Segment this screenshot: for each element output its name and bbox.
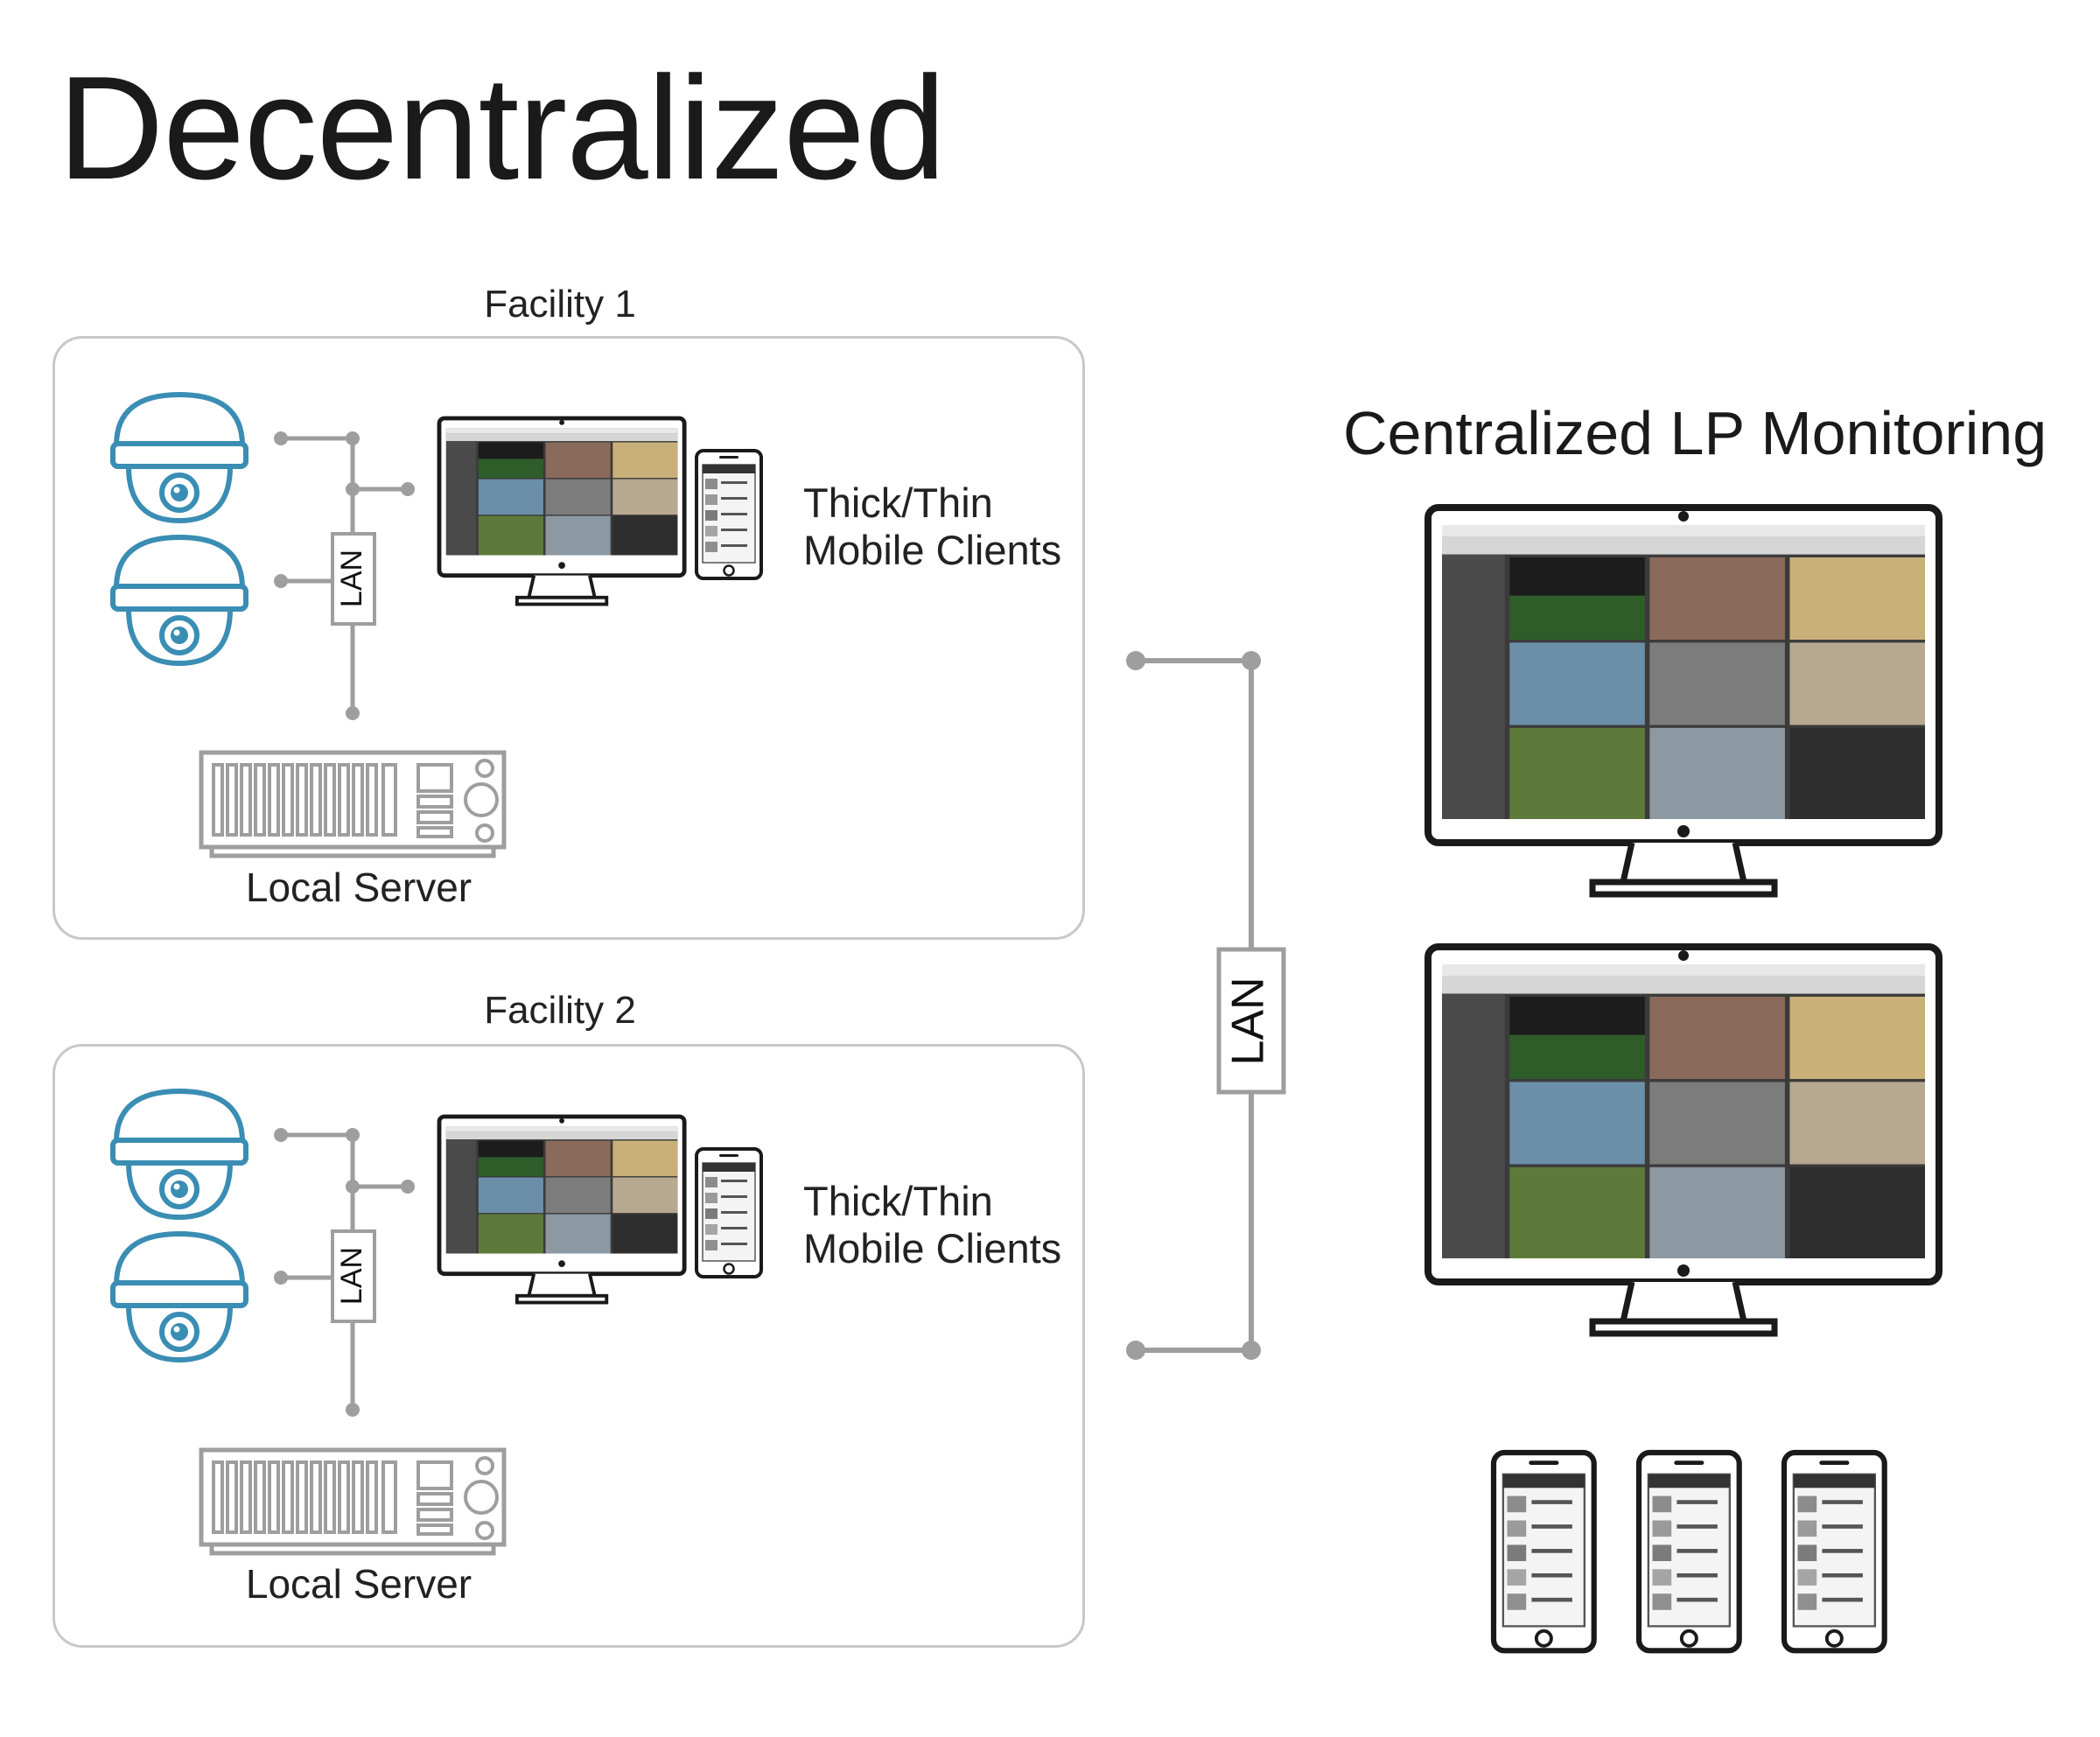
dome-camera-icon xyxy=(113,395,246,521)
facility-1-server-label: Local Server xyxy=(245,865,472,910)
facility-1-clients-line2: Mobile Clients xyxy=(803,527,1062,573)
facility-2-lan-box xyxy=(331,1229,376,1323)
facility-2-clients-line1: Thick/Thin xyxy=(803,1178,993,1224)
facility-1-lan-label: LAN xyxy=(335,550,368,607)
facility-2-lan-label: LAN xyxy=(335,1247,368,1305)
facility-2-server-label: Local Server xyxy=(245,1561,472,1607)
monitor-icon xyxy=(439,418,684,605)
smartphone-icon xyxy=(1639,1453,1740,1650)
facility-1-lan-nodes xyxy=(274,431,415,720)
smartphone-icon xyxy=(1494,1453,1594,1650)
central-monitoring-title: Centralized LP Monitoring xyxy=(1343,399,2048,467)
smartphone-icon xyxy=(1784,1453,1885,1650)
server-rack-icon xyxy=(201,1450,504,1553)
dome-camera-icon xyxy=(113,1234,246,1360)
dome-camera-icon xyxy=(113,537,246,663)
facility-1-lan-box xyxy=(331,532,376,626)
wan-lan-lines xyxy=(1136,658,1254,1353)
server-rack-icon xyxy=(201,753,504,856)
facility-1-clients-label: Thick/Thin Mobile Clients xyxy=(803,480,1061,574)
dome-camera-icon xyxy=(113,1091,246,1217)
central-monitor-1 xyxy=(1424,504,1942,898)
wan-lan-nodes xyxy=(1126,651,1261,1360)
facility-2-clients-line2: Mobile Clients xyxy=(803,1225,1062,1271)
facility-2-clients-label: Thick/Thin Mobile Clients xyxy=(803,1178,1061,1272)
wan-lan-box xyxy=(1216,947,1286,1095)
page-title: Decentralized xyxy=(58,46,946,210)
facility-2-lan-nodes xyxy=(274,1128,415,1417)
wan-lan-label: LAN xyxy=(1223,977,1274,1065)
smartphone-icon xyxy=(695,1147,763,1278)
central-monitor-2 xyxy=(1424,943,1942,1337)
smartphone-icon xyxy=(695,449,763,580)
facility-1-clients-line1: Thick/Thin xyxy=(803,480,993,526)
facility-2-lan-lines xyxy=(281,1132,408,1410)
monitor-icon xyxy=(439,1117,684,1303)
facility-1-label: Facility 1 xyxy=(484,283,636,326)
facility-2-label: Facility 2 xyxy=(484,989,636,1032)
